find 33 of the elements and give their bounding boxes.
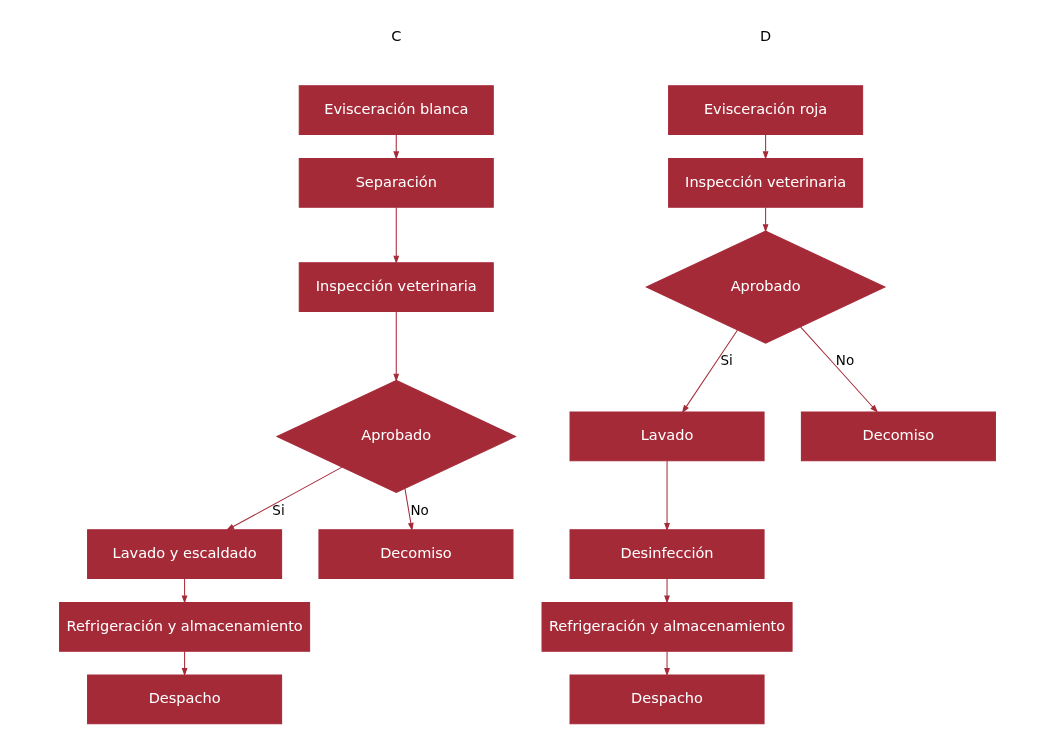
edge-label: No [410,501,429,518]
node-box: Decomiso [800,411,996,461]
arrow [404,487,414,531]
node-box: Refrigeración y almacenamiento [59,601,311,652]
arrow [393,310,400,382]
arrow [664,459,670,531]
node-box: Desinfección [569,528,765,579]
node-box: Refrigeración y almacenamiento [541,601,793,652]
arrow [664,650,670,676]
edge-label: Si [272,501,285,518]
edge-label: No [835,351,855,368]
node-box: Evisceración blanca [298,84,494,135]
node-box: Despacho [87,674,283,724]
node-box: Separación [298,157,494,208]
node-diamond: Aprobado [275,379,517,493]
arrow [181,650,188,676]
node-box: Decomiso [318,528,514,579]
node-box: Inspección veterinaria [298,261,494,312]
node-box: Lavado [569,411,765,461]
node-box: Evisceración roja [668,84,864,135]
node-box: Lavado y escaldado [87,528,283,579]
node-box: Inspección veterinaria [668,157,864,208]
node-box: Despacho [569,674,765,724]
arrow [664,577,670,604]
arrow [681,329,738,413]
label: D [760,27,772,44]
label: C [391,27,402,44]
arrow [225,466,343,531]
arrow [800,325,879,413]
arrow [762,206,769,232]
node-diamond: Aprobado [645,229,887,344]
edge-label: Si [720,351,733,368]
arrow [393,206,400,264]
